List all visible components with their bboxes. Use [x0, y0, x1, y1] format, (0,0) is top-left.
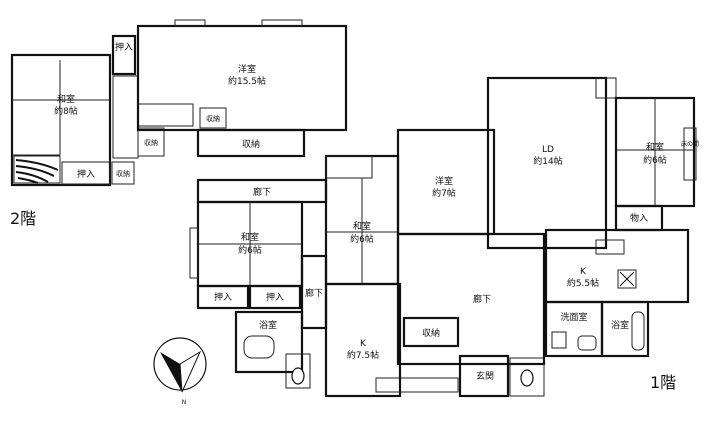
room-shuno-2f-a: 収納: [116, 169, 130, 178]
room-name: 浴室: [611, 319, 629, 331]
room-name: 浴室: [259, 319, 277, 331]
tokonoma-swirl-icon: [13, 155, 61, 184]
room-name: 玄関: [476, 370, 494, 382]
room-size: 約7帖: [432, 187, 456, 199]
toilet-center-icon: [509, 357, 545, 397]
room-youshitsu-7: 洋室 約7帖: [396, 128, 496, 236]
room-size: 約14帖: [533, 155, 562, 167]
room-washitsu-6a: 和室 約6帖: [189, 200, 304, 288]
room-name: K: [580, 267, 587, 277]
room-k-5-5: K 約5.5帖: [544, 228, 690, 304]
room-yokushitsu-left: 浴室: [234, 310, 304, 374]
room-shuno-2f-d: 収納: [242, 138, 260, 150]
room-size: 約7.5帖: [347, 349, 379, 361]
room-size: 約15.5帖: [228, 75, 266, 87]
room-name: 和室: [57, 93, 75, 105]
room-shuno-2f-b: 収納: [144, 138, 158, 147]
room-name: 洋室: [435, 175, 453, 187]
room-oshiire-2f-top: 押入: [115, 41, 133, 53]
room-oshiire-2: 押入: [266, 291, 284, 303]
room-washitsu-6b: 和室 約6帖: [324, 154, 400, 286]
room-size: 約8帖: [54, 105, 78, 117]
room-yokushitsu-right: 浴室: [600, 300, 650, 358]
room-rouka-left: 廊下: [305, 287, 323, 299]
room-rouka-center: 廊下: [396, 232, 546, 366]
room-name: 洋室: [238, 63, 256, 75]
room-washitsu-6c: 和室 約6帖 床の間: [614, 96, 699, 208]
floor-1: 廊下 和室 約6帖 押入 押入 和室 約6帖 廊下: [189, 76, 699, 398]
room-name: 和室: [646, 141, 664, 153]
floor-2: 和室 約8帖 押入 収納 押入 収納 洋室 約15.5: [10, 19, 348, 228]
room-size: 約6帖: [643, 154, 667, 166]
floor-2-label: 2階: [10, 209, 36, 228]
room-monoire: 物入: [630, 212, 648, 224]
room-name: 洗面室: [560, 311, 587, 323]
tokonoma-label: 床の間: [681, 140, 699, 148]
room-shuno-1f: 収納: [422, 327, 440, 339]
room-size: 約6帖: [350, 233, 374, 245]
room-rouka-top: 廊下: [253, 186, 271, 198]
room-name: 廊下: [473, 293, 491, 305]
room-name: LD: [542, 145, 554, 155]
room-size: 約6帖: [238, 244, 262, 256]
room-name: K: [360, 339, 367, 349]
room-oshiire-2f-bottom: 押入: [77, 168, 95, 180]
room-k-7-5: K 約7.5帖: [324, 282, 459, 398]
toilet-left-icon: [285, 353, 311, 389]
room-name: 和室: [241, 231, 259, 243]
room-washitsu-8: 和室 約8帖: [10, 53, 112, 187]
floor-1-label: 1階: [650, 373, 676, 392]
room-name: 和室: [353, 220, 371, 232]
room-ld-14: LD 約14帖: [486, 76, 617, 250]
room-shuno-2f-c: 収納: [206, 114, 220, 123]
room-senmen: 洗面室: [544, 300, 604, 358]
room-genkan: 玄関: [458, 354, 510, 398]
room-size: 約5.5帖: [567, 277, 599, 289]
compass-icon: N: [153, 337, 207, 406]
compass-north: N: [182, 399, 187, 406]
room-oshiire-1: 押入: [214, 291, 232, 303]
room-youshitsu-15-5: 洋室 約15.5帖: [136, 19, 348, 132]
